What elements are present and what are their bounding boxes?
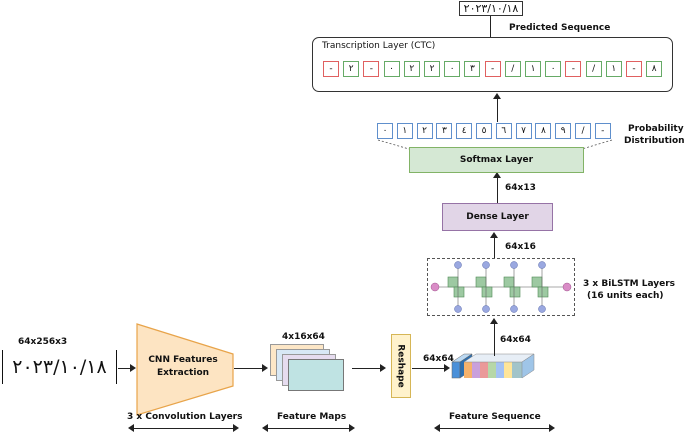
input-image: ۲۰۲۳/۱۰/۱۸ — [2, 350, 117, 384]
ctc-token: ۰ — [444, 61, 461, 77]
ctc-token: ۲ — [343, 61, 360, 77]
transcription-layer — [312, 37, 673, 92]
probability-cell: ٦ — [495, 123, 512, 139]
probability-cell: ٩ — [555, 123, 572, 139]
feature-sequence-caption: Feature Sequence — [449, 412, 541, 422]
dense-out-label: 64x13 — [505, 183, 536, 193]
arrow — [494, 236, 495, 258]
arrow — [497, 97, 498, 122]
arrow-head — [130, 364, 136, 372]
arrow-head — [549, 424, 555, 432]
ctc-token: ۰ — [383, 61, 400, 77]
arrow-head — [349, 424, 355, 432]
arrow-head — [434, 424, 440, 432]
ctc-token: ۲ — [424, 61, 440, 77]
probability-label-2: Distribution — [624, 136, 685, 146]
arrow — [497, 176, 498, 203]
cnn-label-2: Extraction — [156, 368, 210, 378]
arrow-head — [444, 364, 450, 372]
bilstm-label-2: (16 units each) — [587, 291, 664, 301]
ctc-token: ۰ — [545, 61, 562, 77]
bilstm-block — [427, 258, 575, 316]
transcription-title: Transcription Layer (CTC) — [322, 41, 436, 51]
arrow-head — [380, 364, 386, 372]
ctc-blank-token: - — [626, 61, 642, 77]
reshape-label: Reshape — [396, 344, 407, 388]
cnn-label-1: CNN Features — [148, 355, 218, 365]
bilstm-cells — [430, 261, 572, 313]
ctc-token: ۸ — [646, 61, 663, 77]
arrow-head — [490, 232, 498, 238]
softmax-layer: Softmax Layer — [409, 147, 584, 173]
ctc-token: ۱ — [605, 61, 622, 77]
arrow-head — [490, 318, 498, 324]
ctc-token: ۱ — [525, 61, 541, 77]
probability-cell: ٤ — [456, 123, 473, 139]
span-arrow — [134, 428, 234, 429]
feature-sequence — [451, 353, 535, 379]
arrow-head — [262, 424, 268, 432]
reshape-out-label: 64x64 — [423, 354, 454, 364]
cnn-block — [136, 323, 234, 416]
probability-cell: ٥ — [476, 123, 492, 139]
ctc-token: / — [504, 61, 521, 77]
span-arrow — [268, 428, 350, 429]
bilstm-label-1: 3 x BiLSTM Layers — [583, 279, 676, 289]
ctc-token: ۳ — [464, 61, 481, 77]
feature-map — [288, 359, 344, 391]
ctc-blank-token: - — [363, 61, 380, 77]
arrow-head — [233, 424, 239, 432]
arrow — [234, 368, 264, 369]
arrow — [490, 12, 491, 37]
probability-cell: - — [594, 123, 611, 139]
bilstm-out-label: 64x16 — [505, 242, 536, 252]
cnn-caption: 3 x Convolution Layers — [127, 412, 243, 422]
probability-cell: ۲ — [416, 123, 433, 139]
arrow-head — [128, 424, 134, 432]
ctc-blank-token: - — [565, 61, 582, 77]
feature-maps-size-label: 4x16x64 — [282, 332, 325, 342]
ctc-blank-token: - — [484, 61, 501, 77]
feature-maps-caption: Feature Maps — [277, 412, 347, 422]
arrow — [494, 322, 495, 356]
reshape-block: Reshape — [391, 334, 411, 398]
input-size-label: 64x256x3 — [18, 337, 68, 347]
ctc-token: ۲ — [403, 61, 420, 77]
sequence-in-label: 64x64 — [500, 335, 531, 345]
arrow — [118, 368, 132, 369]
softmax-projection-lines — [377, 139, 613, 150]
probability-cell: / — [575, 123, 591, 139]
arrow-head — [493, 172, 501, 178]
arrow — [412, 368, 446, 369]
predicted-sequence-box: ۲۰۲۳/۱۰/۱۸ — [459, 1, 523, 16]
dense-layer: Dense Layer — [442, 203, 553, 231]
probability-cell: ۱ — [396, 123, 413, 139]
span-arrow — [440, 428, 550, 429]
predicted-sequence-label: Predicted Sequence — [509, 23, 611, 33]
probability-cell: ٨ — [535, 123, 552, 139]
ctc-blank-token: - — [323, 61, 339, 77]
arrow-head — [262, 364, 268, 372]
probability-label-1: Probability — [628, 124, 684, 134]
arrow — [352, 368, 382, 369]
arrow-head — [493, 93, 501, 99]
probability-cell: ٧ — [515, 123, 532, 139]
probability-cell: ۰ — [377, 123, 393, 139]
probability-cell: ۳ — [436, 123, 453, 139]
ctc-token: / — [585, 61, 602, 77]
